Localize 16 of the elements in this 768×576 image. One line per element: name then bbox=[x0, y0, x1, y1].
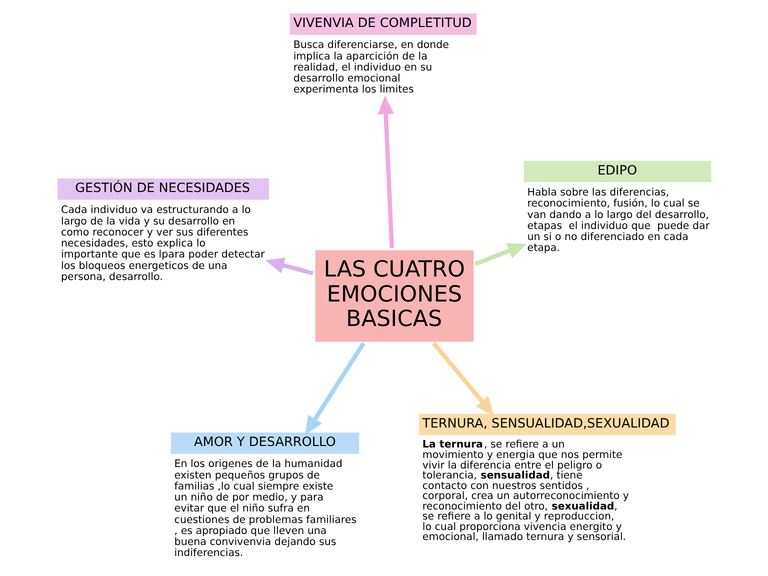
arrow bbox=[432, 342, 494, 416]
node-label: Habla sobre las diferencias, reconocimiento, fusión, lo cual se van dando a lo largo del desarrollo, etapas el individuo que puede dar un si o no diferenciado en cada etapa. bbox=[527, 186, 710, 254]
node-box: LAS CUATRO EMOCIONES BASICAS bbox=[315, 250, 474, 342]
arrow bbox=[378, 96, 394, 248]
node-box: EDIPO bbox=[524, 160, 712, 182]
node-box: GESTIÓN DE NECESIDADES bbox=[58, 178, 269, 200]
node-label: Cada individuo va estructurando a lo largo de la vida y su desarrollo en como reconocer y ver sus diferentes necesidades, esto explica lo importante que es lpara poder detectar los bloqueos energeticos de una persona, desarrollo. bbox=[60, 204, 265, 283]
node-box: AMOR Y DESARROLLO bbox=[170, 432, 360, 454]
arrow bbox=[305, 342, 366, 435]
node-label: La ternura, se refiere a un movimiento y energia que nos permite vivir la diferencia entre el peligro o tolerancia, sensualidad, tiene contacto con nuestros sentidos , corporal, crea un autorreconocimiento y reconocimiento del otro, sexualidad, se refiere a lo genital y reproduccion, lo cual proporciona vivencia energito y emocional, llamado ternura y sensorial. bbox=[422, 438, 630, 544]
arrow bbox=[265, 257, 314, 276]
node-box: TERNURA, SENSUALIDAD,SEXUALIDAD bbox=[418, 414, 676, 436]
node-box: VIVENVIA DE COMPLETITUD bbox=[290, 13, 477, 35]
arrow bbox=[474, 243, 527, 266]
node-label: En los origenes de la humanidad existen pequeños grupos de familias ,lo cual siempre existe un niño de por medio, y para evitar que el niño sufra en cuestiones de problemas familiares , es apropiado que lleven una buena convivenvia dejando sus indiferencias. bbox=[174, 458, 357, 560]
node-label: Busca diferenciarse, en donde implica la aparcición de la realidad, el individuo en su desarrollo emocional experimenta los limites bbox=[293, 39, 449, 96]
